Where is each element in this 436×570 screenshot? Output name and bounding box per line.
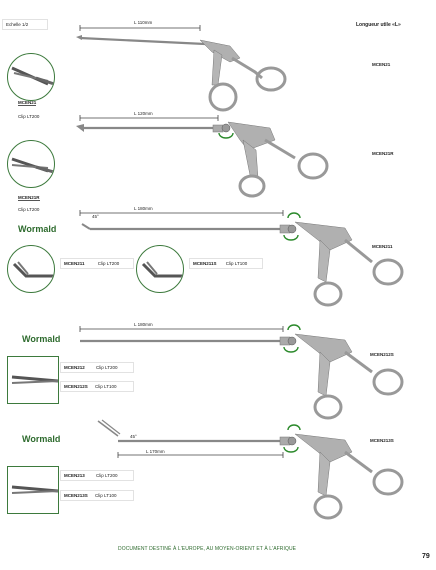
thumb-3-clip: Clip LT200 bbox=[97, 261, 120, 266]
instrument-1-length: L 110mm bbox=[134, 20, 153, 25]
thumb-5-closeup bbox=[7, 356, 59, 404]
thumb-4-code: MCEN211S bbox=[193, 261, 217, 266]
thumb-5-clip-1: Clip LT200 bbox=[96, 365, 118, 370]
instrument-2-length: L 120mm bbox=[134, 111, 153, 116]
scale-label-box: Echelle 1/2 bbox=[2, 19, 48, 30]
instrument-5-code: MCEN213S bbox=[370, 438, 394, 443]
thumb-4-label-box: MCEN211S Clip LT100 bbox=[189, 258, 263, 269]
thumb-2-closeup bbox=[7, 140, 55, 188]
brand-wormald-1: Wormald bbox=[18, 224, 57, 234]
thumb-1-code: MCEN21 bbox=[18, 100, 37, 106]
thumb-6-clip-2: Clip LT100 bbox=[95, 493, 117, 498]
thumb-6-clip-1: Clip LT200 bbox=[96, 473, 118, 478]
thumb-3-code: MCEN211 bbox=[64, 261, 85, 266]
thumb-4-clip: Clip LT100 bbox=[225, 261, 248, 266]
thumb-4-closeup bbox=[136, 245, 184, 293]
thumb-3-closeup bbox=[7, 245, 55, 293]
footer-notice: DOCUMENT DESTINÉ À L'EUROPE, AU MOYEN-OR… bbox=[118, 546, 297, 552]
thumb-1-clip: Clip LT200 bbox=[18, 114, 40, 119]
thumb-5-clip-2: Clip LT100 bbox=[95, 384, 117, 389]
thumb-5-code-1: MCEN212 bbox=[64, 365, 85, 370]
instrument-4-code: MCEN212S bbox=[370, 352, 394, 357]
useful-length-label: Longueur utile «L» bbox=[356, 22, 401, 28]
thumb-5-label-box-1: MCEN212 Clip LT200 bbox=[60, 362, 134, 373]
instrument-3-angle: 45° bbox=[92, 214, 99, 219]
thumb-6-closeup bbox=[7, 466, 59, 514]
instrument-4-length: L 180mm bbox=[134, 322, 153, 327]
thumb-3-label-box: MCEN211 Clip LT200 bbox=[60, 258, 134, 269]
thumb-5-code-2: MCEN212S bbox=[64, 384, 88, 389]
scale-label: Echelle 1/2 bbox=[6, 22, 29, 27]
thumb-2-code: MCEN21R bbox=[18, 195, 40, 201]
brand-wormald-2: Wormald bbox=[22, 334, 61, 344]
thumb-6-code-1: MCEN213 bbox=[64, 473, 85, 478]
instrument-3-code: MCEN211 bbox=[372, 244, 393, 249]
thumb-2-clip: Clip LT200 bbox=[18, 207, 40, 212]
instrument-2-code: MCEN21R bbox=[372, 151, 394, 156]
thumb-6-label-box-1: MCEN213 Clip LT200 bbox=[60, 470, 134, 481]
instrument-3-length: L 180mm bbox=[134, 206, 153, 211]
thumb-5-label-box-2: MCEN212S Clip LT100 bbox=[60, 381, 134, 392]
thumb-1-closeup bbox=[7, 53, 55, 101]
instrument-1-code: MCEN21 bbox=[372, 62, 391, 67]
page-number: 79 bbox=[422, 553, 430, 560]
instrument-5-angle: 45° bbox=[130, 434, 137, 439]
thumb-6-label-box-2: MCEN213S Clip LT100 bbox=[60, 490, 134, 501]
instrument-5-length: L 170mm bbox=[146, 449, 165, 454]
thumb-6-code-2: MCEN213S bbox=[64, 493, 88, 498]
brand-wormald-3: Wormald bbox=[22, 434, 61, 444]
